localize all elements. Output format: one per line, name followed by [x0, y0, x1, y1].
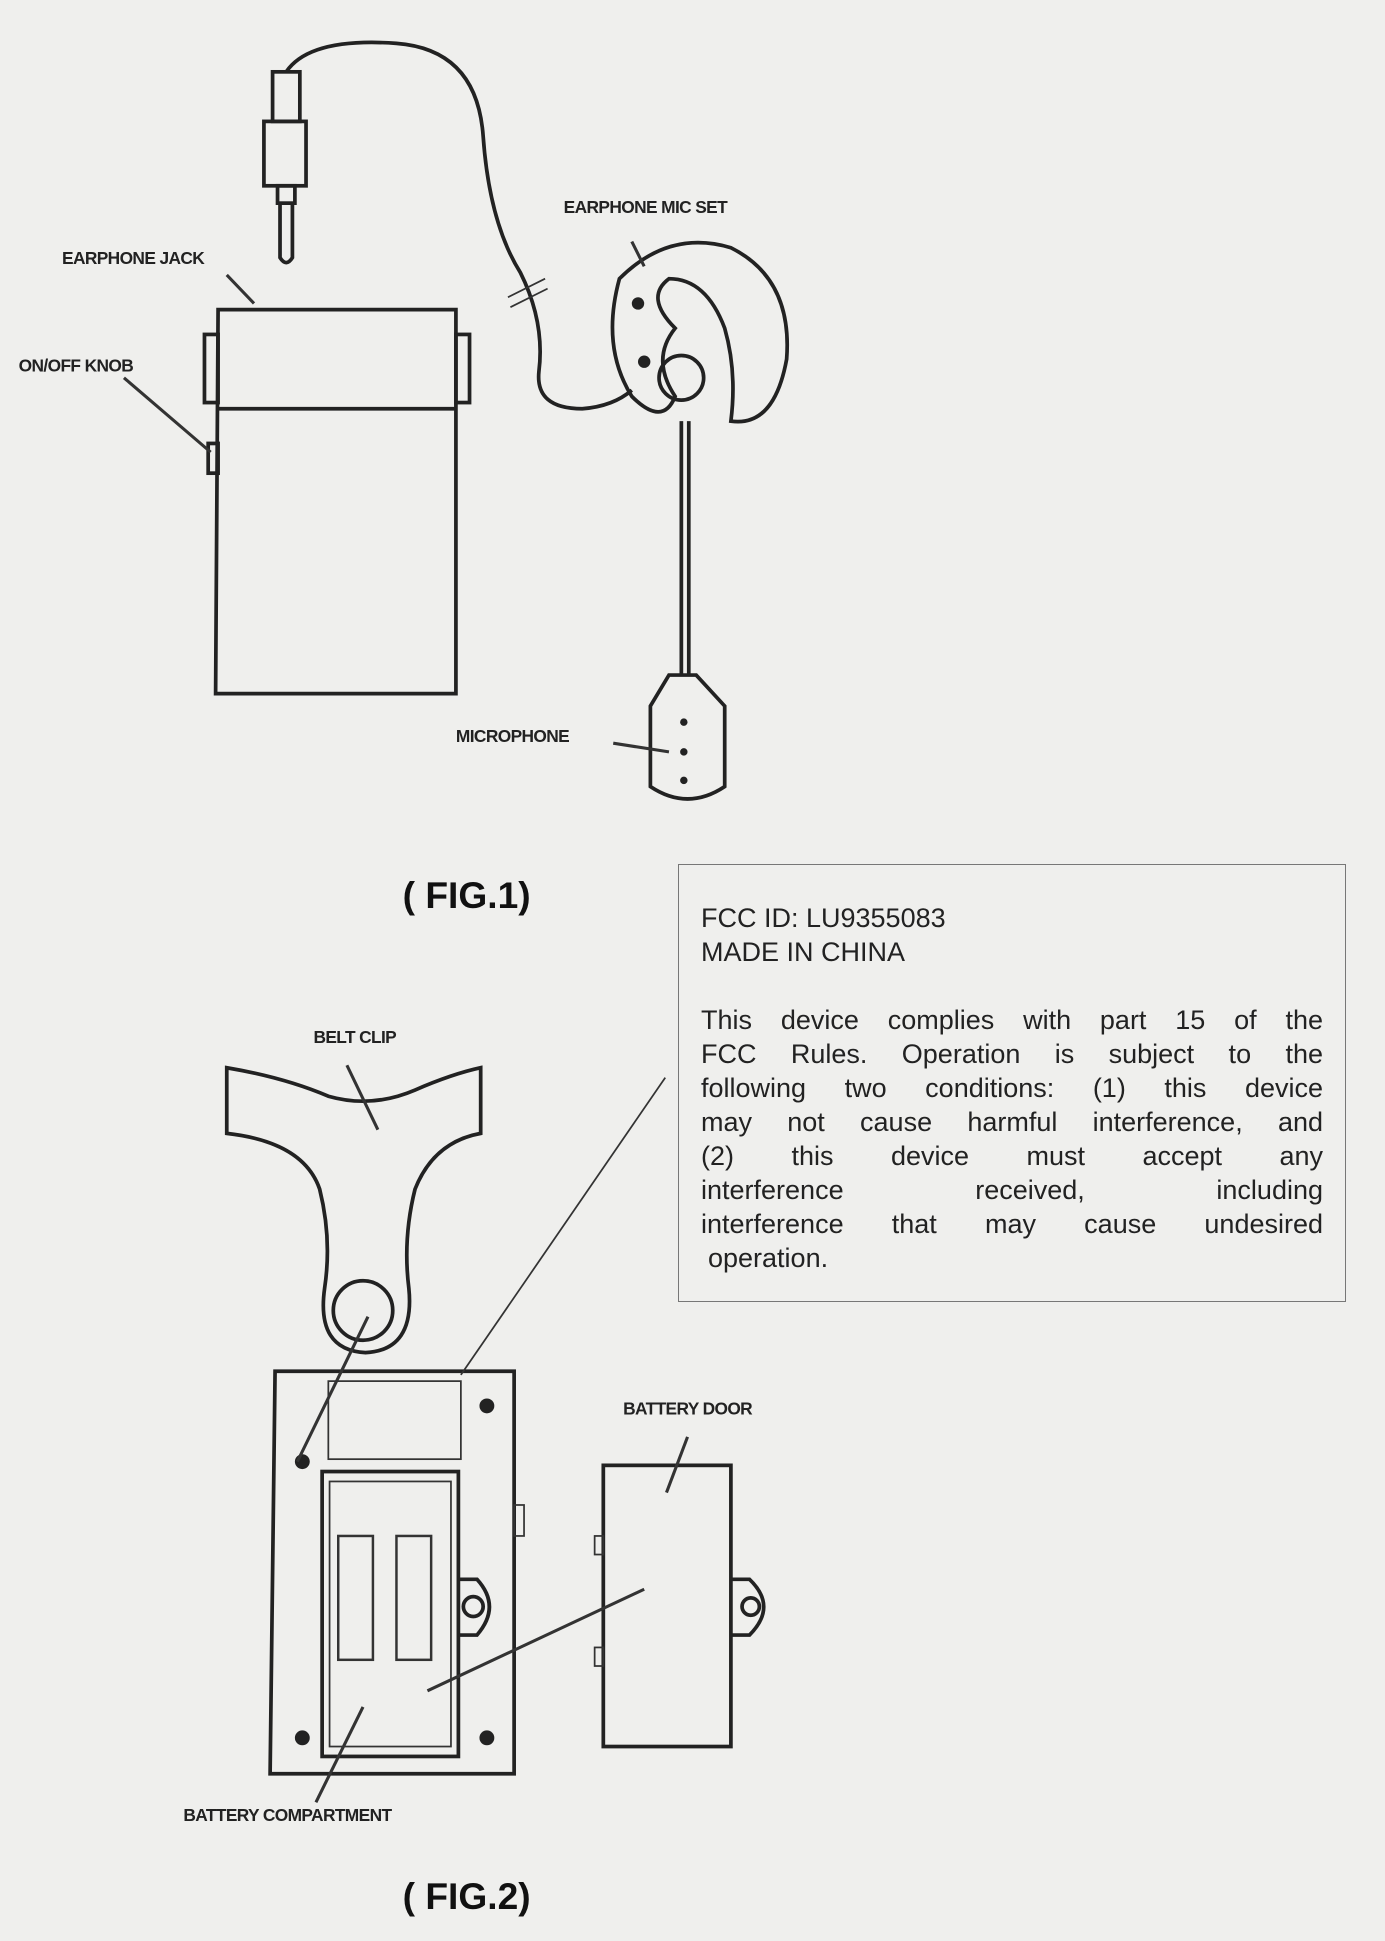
microphone: [648, 673, 727, 801]
label-earphone-jack: EARPHONE JACK: [62, 248, 205, 268]
statement-line: This device complies with part 15 of the: [701, 1005, 1323, 1035]
label-belt-clip: BELT CLIP: [313, 1027, 396, 1047]
fig2-caption: ( FIG.2): [403, 1875, 531, 1917]
fcc-id: FCC ID: LU9355083: [701, 903, 946, 933]
earphone-plug: [262, 69, 308, 265]
battery-compartment: [320, 1469, 461, 1759]
fig1-leader-lines: [122, 240, 670, 754]
label-battery-door: BATTERY DOOR: [623, 1399, 753, 1419]
statement-line: interference that may cause undesired: [701, 1209, 1323, 1239]
label-on-off-knob: ON/OFF KNOB: [19, 356, 134, 376]
battery-door: [593, 1463, 766, 1749]
origin-text: MADE IN CHINA: [701, 937, 906, 967]
device-back: [268, 1369, 525, 1776]
fig1-caption: ( FIG.1): [403, 874, 531, 916]
statement-line: FCC Rules. Operation is subject to the: [701, 1039, 1323, 1069]
battery-1: [337, 1534, 375, 1662]
earphone-mic-set: [610, 240, 790, 801]
receiver-unit: [202, 307, 472, 696]
statement-line: interference received, including: [701, 1175, 1323, 1205]
label-microphone: MICROPHONE: [456, 726, 569, 746]
on-off-knob: [206, 441, 220, 476]
battery-2: [395, 1534, 433, 1662]
label-earphone-mic-set: EARPHONE MIC SET: [564, 197, 728, 217]
fcc-label-box: FCC ID: LU9355083 MADE IN CHINA This dev…: [678, 864, 1346, 1302]
statement-line: operation.: [708, 1243, 829, 1273]
statement-line: following two conditions: (1) this devic…: [701, 1073, 1323, 1103]
statement-line: (2) this device must accept any: [701, 1141, 1323, 1171]
earphone-cable: [284, 40, 634, 411]
statement-line: may not cause harmful interference, and: [701, 1107, 1323, 1137]
belt-clip: [224, 1065, 483, 1355]
label-battery-compartment: BATTERY COMPARTMENT: [183, 1805, 392, 1825]
fig2-leader-lines: [295, 1064, 689, 1803]
